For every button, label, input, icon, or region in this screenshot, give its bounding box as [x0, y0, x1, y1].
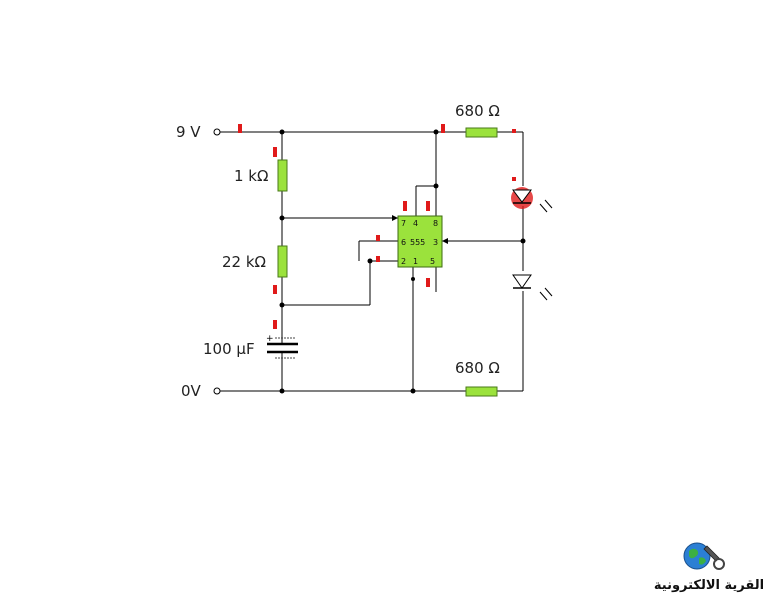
- ic-body: [397, 215, 443, 268]
- probe-marker: [273, 320, 277, 329]
- light-ray-icon: [544, 287, 553, 297]
- probe-marker: [441, 124, 445, 133]
- label-cap: 100 μF: [203, 340, 255, 358]
- cap-plus-icon: +: [266, 334, 274, 344]
- resistor-1k[interactable]: [277, 159, 288, 192]
- junction-dot: [520, 238, 526, 244]
- junction-dot: [433, 129, 439, 135]
- resistor-680-top[interactable]: [465, 127, 498, 138]
- junction-dot: [279, 388, 285, 394]
- arrow-pin3-icon: [442, 238, 448, 244]
- junction-dot: [279, 215, 285, 221]
- led-bottom[interactable]: [512, 274, 553, 301]
- label-0v: 0V: [181, 382, 202, 400]
- light-ray-icon: [539, 203, 548, 213]
- ic-pin-label: 2: [401, 257, 406, 266]
- probe-marker: [403, 201, 407, 211]
- ic-pin-label: 1: [413, 257, 418, 266]
- ic-name: 555: [410, 238, 425, 247]
- ic-555[interactable]: 7 4 8 6 3 2 1 5 555: [397, 215, 443, 268]
- ic-pin-label: 4: [413, 219, 418, 228]
- led-triangle-icon: [512, 189, 532, 203]
- junction-dot: [433, 183, 439, 189]
- ic-pin-label: 3: [433, 238, 438, 247]
- probe-marker: [512, 129, 516, 133]
- junction-dot: [410, 388, 416, 394]
- ic-pin-label: 7: [401, 219, 406, 228]
- probes: [238, 124, 516, 329]
- terminal-9v[interactable]: [213, 128, 221, 136]
- resistor-22k[interactable]: [277, 245, 288, 278]
- led-triangle-icon: [512, 274, 532, 289]
- probe-marker: [426, 278, 430, 287]
- probe-marker: [376, 256, 380, 262]
- probe-marker: [426, 201, 430, 211]
- label-r2: 22 kΩ: [222, 253, 266, 271]
- resistor-680-bottom[interactable]: [465, 386, 498, 397]
- probe-marker: [273, 285, 277, 294]
- light-ray-icon: [544, 199, 553, 209]
- label-r-top: 680 Ω: [455, 102, 500, 120]
- label-9v: 9 V: [176, 123, 201, 141]
- probe-marker: [512, 177, 516, 181]
- led-top[interactable]: [511, 187, 553, 213]
- junction-dot: [411, 277, 415, 281]
- junctions: [279, 129, 526, 394]
- junction-dot: [279, 129, 285, 135]
- label-r1: 1 kΩ: [234, 167, 268, 185]
- label-r-bottom: 680 Ω: [455, 359, 500, 377]
- light-ray-icon: [539, 291, 548, 301]
- arrow-pin7-icon: [392, 215, 398, 221]
- ic-pin-label: 8: [433, 219, 438, 228]
- terminal-0v[interactable]: [213, 387, 221, 395]
- capacitor-100uf[interactable]: +: [266, 334, 298, 359]
- junction-dot: [367, 258, 373, 264]
- probe-marker: [376, 235, 380, 241]
- globe-wrench-icon: [683, 542, 725, 570]
- ic-pin-label: 6: [401, 238, 406, 247]
- ic-pin-label: 5: [430, 257, 435, 266]
- probe-marker: [273, 147, 277, 157]
- probe-marker: [238, 124, 242, 133]
- junction-dot: [279, 302, 285, 308]
- logo-text: القرية الالكترونية: [653, 578, 765, 593]
